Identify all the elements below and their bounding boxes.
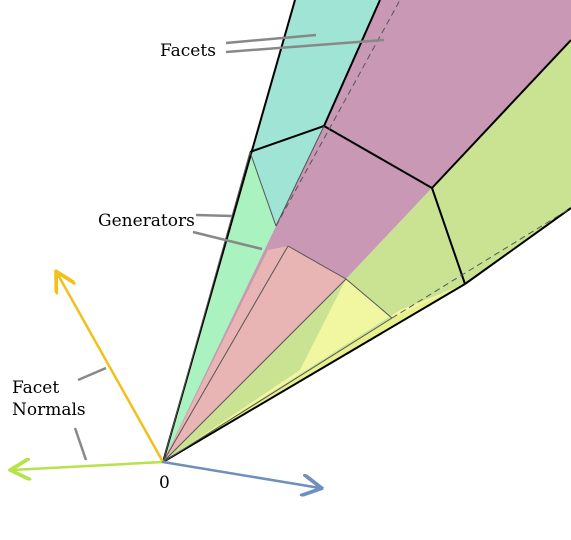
crease-1 (162, 151, 251, 463)
leader-lines (73, 33, 385, 461)
leader-generators-2 (192, 230, 263, 251)
crease-6 (287, 245, 347, 280)
edge-right-outline (464, 207, 571, 285)
crease-lines (162, 125, 393, 463)
arrow-up-left-icon (57, 273, 165, 464)
crease-8 (275, 125, 325, 227)
crease-5 (249, 151, 277, 227)
label-origin: 0 (159, 473, 170, 493)
facet-teal-upper (163, 0, 380, 462)
leader-facets-2 (225, 38, 385, 54)
facet-teal-lower (163, 152, 276, 462)
hidden-edges (275, 0, 571, 319)
edge-cross-section (249, 125, 466, 285)
facet-mauve (163, 0, 571, 462)
facet-teal-crease (250, 126, 324, 226)
facet-yellow (163, 279, 465, 462)
cone-facets (163, 0, 571, 462)
hidden-edge-1 (275, 0, 401, 227)
facet-normals (12, 273, 320, 488)
facet-green (163, 40, 571, 462)
leader-normals-2 (73, 427, 88, 461)
crease-2 (162, 245, 289, 463)
crease-4 (162, 317, 393, 463)
label-generators: Generators (98, 211, 195, 231)
label-facet-normals-line2: Normals (12, 400, 86, 420)
crease-7 (345, 278, 393, 319)
edge-lower-green (431, 39, 571, 189)
edge-upper-mauve (323, 0, 381, 127)
edge-right-generator (162, 283, 466, 463)
leader-normals-1 (77, 366, 107, 382)
label-facet-normals-line1: Facet (12, 378, 59, 398)
leader-facets-1 (225, 33, 317, 45)
hidden-edge-2 (391, 207, 571, 319)
arrow-right-icon (161, 460, 320, 488)
leader-generators-1 (195, 213, 233, 218)
labels: Facets Generators Facet Normals 0 (12, 41, 216, 493)
label-facets: Facets (160, 41, 216, 61)
crease-3 (162, 278, 347, 463)
arrow-left-icon (12, 462, 165, 470)
